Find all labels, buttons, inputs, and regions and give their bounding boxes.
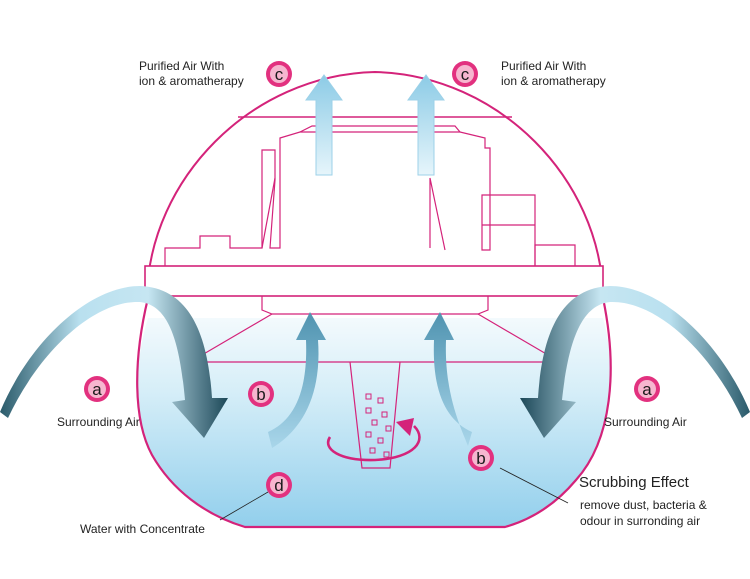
badge-d: d — [266, 472, 292, 498]
bowl-outline — [136, 297, 612, 529]
purified-air-arrow-left — [305, 74, 343, 176]
purified-right-line2: ion & aromatherapy — [501, 74, 606, 88]
water-body — [137, 318, 611, 527]
surrounding-air-right: Surrounding Air — [604, 415, 687, 429]
bubbles — [365, 393, 392, 458]
water-pointer — [219, 491, 269, 521]
purified-air-arrow-right — [407, 74, 445, 176]
svg-text:c: c — [461, 65, 470, 84]
svg-text:c: c — [275, 65, 284, 84]
surrounding-air-arrow-right — [520, 286, 750, 438]
scrubbing-title: Scrubbing Effect — [579, 474, 690, 491]
svg-text:d: d — [274, 476, 283, 495]
purified-right-line1: Purified Air With — [501, 59, 586, 73]
water-label: Water with Concentrate — [80, 522, 205, 536]
middle-band — [144, 265, 604, 297]
circulation-arrow — [326, 418, 421, 462]
svg-text:a: a — [642, 380, 652, 399]
scrubbing-line1: remove dust, bacteria & — [580, 498, 707, 512]
badge-c-left: c — [266, 61, 292, 87]
badge-b-right: b — [468, 445, 494, 471]
scrubbing-line2: odour in surronding air — [580, 514, 700, 528]
b-arrow-right — [424, 312, 472, 446]
dome-outline — [146, 70, 604, 296]
purified-left-line1: Purified Air With — [139, 59, 224, 73]
purified-left-line2: ion & aromatherapy — [139, 74, 244, 88]
svg-text:b: b — [476, 449, 485, 468]
badge-a-right: a — [634, 376, 660, 402]
badge-c-right: c — [452, 61, 478, 87]
svg-text:a: a — [92, 380, 102, 399]
motor-housing — [164, 125, 576, 266]
surrounding-air-left: Surrounding Air — [57, 415, 140, 429]
badge-b-left: b — [248, 381, 274, 407]
b-arrow-left — [268, 312, 326, 448]
scrubbing-pointer — [499, 467, 569, 504]
diffuser-tray — [187, 296, 563, 469]
surrounding-air-arrow-left — [0, 286, 228, 438]
svg-text:b: b — [256, 385, 265, 404]
badge-a-left: a — [84, 376, 110, 402]
